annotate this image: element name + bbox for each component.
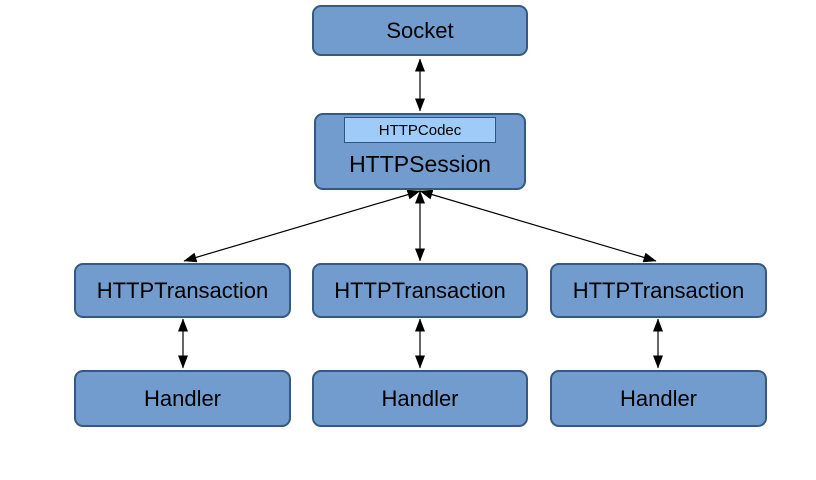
handler-node-1: Handler (74, 370, 291, 427)
httpcodec-node: HTTPCodec (344, 117, 496, 143)
handler-label: Handler (619, 385, 698, 411)
httptransaction-node-1: HTTPTransaction (74, 263, 291, 318)
httptransaction-label: HTTPTransaction (334, 277, 506, 303)
httptransaction-label: HTTPTransaction (96, 277, 269, 303)
httptransaction-node-3: HTTPTransaction (550, 263, 767, 318)
httpsession-node: HTTPCodec HTTPSession (314, 113, 526, 190)
handler-label: Handler (381, 385, 459, 411)
httptransaction-label: HTTPTransaction (572, 277, 745, 303)
socket-label: Socket (386, 17, 454, 43)
handler-node-3: Handler (550, 370, 767, 427)
httpsession-label: HTTPSession (349, 151, 491, 177)
edge-session-transaction-left (183, 189, 421, 263)
httpcodec-label: HTTPCodec (378, 121, 462, 139)
handler-label: Handler (143, 385, 222, 411)
handler-node-2: Handler (312, 370, 528, 427)
socket-node: Socket (312, 5, 528, 56)
httptransaction-node-2: HTTPTransaction (312, 263, 528, 318)
edge-session-transaction-right (419, 189, 657, 263)
